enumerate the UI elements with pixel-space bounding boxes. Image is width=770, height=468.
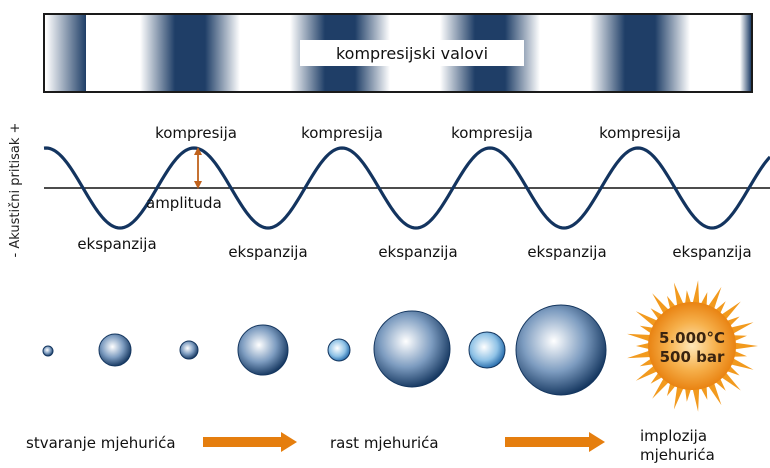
expansion-label: ekspanzija xyxy=(527,243,606,261)
stage-arrow xyxy=(203,432,297,452)
bubble xyxy=(374,311,450,387)
compression-band xyxy=(140,15,240,91)
expansion-label: ekspanzija xyxy=(672,243,751,261)
stage-label-implosion: mjehurića xyxy=(640,446,715,464)
compression-bar-label: kompresijski valovi xyxy=(336,44,488,63)
stage-arrow xyxy=(505,432,605,452)
bubble xyxy=(43,346,53,356)
bubble xyxy=(469,332,505,368)
compression-label: kompresija xyxy=(599,124,681,142)
expansion-label: ekspanzija xyxy=(378,243,457,261)
bubble xyxy=(238,325,288,375)
stage-label-implosion: implozija xyxy=(640,427,707,445)
implosion-temperature: 5.000°C xyxy=(659,329,725,347)
compression-label: kompresija xyxy=(301,124,383,142)
compression-label: kompresija xyxy=(451,124,533,142)
stage-label-growth: rast mjehurića xyxy=(330,434,439,452)
compression-label: kompresija xyxy=(155,124,237,142)
bubble-sequence xyxy=(43,305,606,395)
bubble xyxy=(328,339,350,361)
amplitude-label: amplituda xyxy=(146,194,222,212)
stage-label-formation: stvaranje mjehurića xyxy=(26,434,176,452)
bubble xyxy=(516,305,606,395)
implosion-burst: 5.000°C 500 bar xyxy=(627,280,758,411)
compression-wave-bar: kompresijski valovi xyxy=(44,14,752,92)
expansion-label: ekspanzija xyxy=(228,243,307,261)
compression-band xyxy=(46,15,86,91)
compression-band xyxy=(590,15,690,91)
implosion-pressure: 500 bar xyxy=(660,348,725,366)
bubble xyxy=(99,334,131,366)
y-axis-label: - Akustični pritisak + xyxy=(8,123,23,258)
compression-band xyxy=(740,15,751,91)
bubble xyxy=(180,341,198,359)
expansion-label: ekspanzija xyxy=(77,235,156,253)
amplitude-arrow xyxy=(194,147,202,189)
